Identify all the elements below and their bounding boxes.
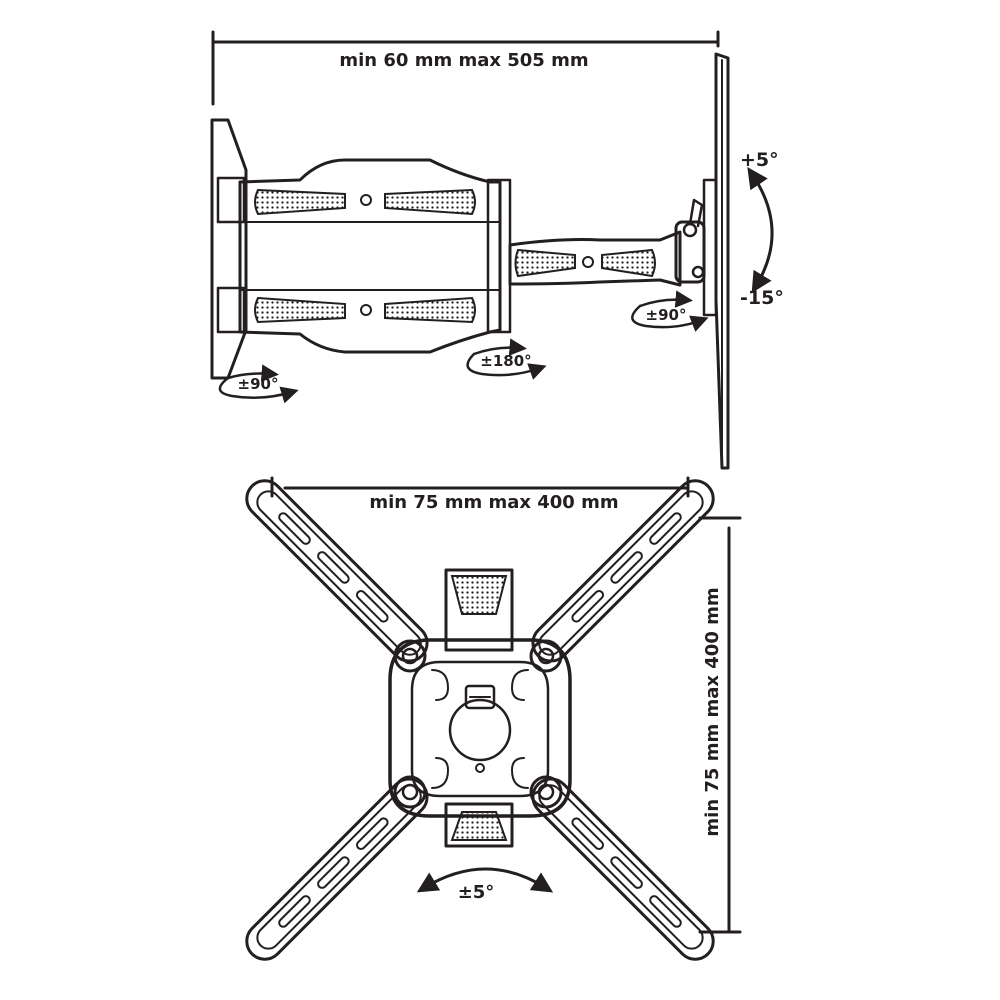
tilt-arrow: +5° -15°: [740, 149, 784, 309]
tilt-up-label: +5°: [740, 149, 779, 171]
bolt-bottom-left: [393, 775, 427, 809]
arm-top-left: [245, 479, 429, 663]
front-view: min 75 mm max 400 mm min 75 mm max 400 m…: [245, 476, 742, 961]
head-swivel-indicator: ±90°: [631, 290, 709, 332]
vertical-vesa-dimension: min 75 mm max 400 mm: [698, 516, 742, 934]
rear-bracket: [444, 568, 514, 848]
arm-bottom-left: [245, 777, 429, 961]
rotation-label: ±5°: [458, 882, 495, 903]
vertical-vesa-label: min 75 mm max 400 mm: [702, 587, 723, 836]
depth-label: min 60 mm max 505 mm: [339, 50, 588, 71]
wall-swivel-label: ±90°: [238, 375, 279, 393]
horizontal-vesa-dimension: min 75 mm max 400 mm: [270, 476, 690, 513]
rotation-arrow: ±5°: [416, 867, 554, 903]
bolt-top-left: [393, 639, 427, 673]
tilt-head: [674, 178, 718, 317]
vesa-arms: [245, 479, 715, 961]
arm-swivel-indicator: ±180°: [466, 338, 547, 380]
bolt-top-right: [529, 639, 563, 673]
tilt-down-label: -15°: [740, 287, 784, 309]
horizontal-vesa-label: min 75 mm max 400 mm: [369, 492, 618, 513]
mount-bolts: [393, 639, 563, 809]
center-plate: [388, 638, 572, 818]
tv-plate: [714, 52, 730, 470]
side-view: min 60 mm max 505 mm: [210, 30, 784, 470]
arm-swivel-label: ±180°: [480, 352, 531, 370]
head-swivel-label: ±90°: [646, 306, 687, 324]
main-arm: [238, 158, 512, 354]
bolt-bottom-right: [529, 775, 563, 809]
secondary-arm: [508, 230, 682, 287]
arm-bottom-right: [531, 777, 715, 961]
wall-plate: [210, 118, 248, 380]
wall-swivel-indicator: ±90°: [218, 364, 299, 404]
depth-dimension: min 60 mm max 505 mm: [211, 30, 720, 106]
